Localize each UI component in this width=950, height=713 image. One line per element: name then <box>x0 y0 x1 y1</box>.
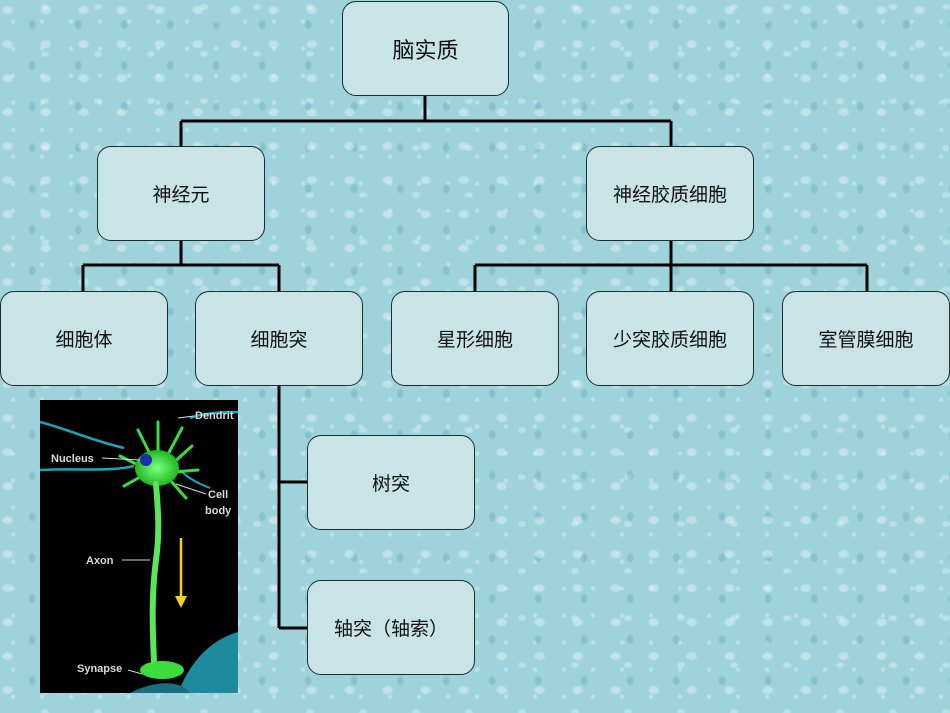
label-axon: Axon <box>86 555 114 567</box>
node-cell-body: 细胞体 <box>0 291 168 386</box>
node-astrocyte: 星形细胞 <box>391 291 559 386</box>
node-axon: 轴突（轴索） <box>307 580 475 675</box>
label-nucleus: Nucleus <box>51 453 94 465</box>
node-glia: 神经胶质细胞 <box>586 146 754 241</box>
label-cell-body-line1: Cell <box>208 489 228 501</box>
node-brain-parenchyma: 脑实质 <box>342 1 509 96</box>
node-ependymal-cell: 室管膜细胞 <box>782 291 950 386</box>
node-oligodendrocyte: 少突胶质细胞 <box>586 291 754 386</box>
label-cell-body-line2: body <box>205 505 232 517</box>
node-neuron: 神经元 <box>97 146 265 241</box>
neuron-illustration: Dendrit Nucleus Cell body Axon Synapse <box>40 400 238 693</box>
node-dendrite: 树突 <box>307 435 475 530</box>
label-synapse: Synapse <box>77 663 122 675</box>
label-dendrite: Dendrit <box>195 410 234 422</box>
node-cell-process: 细胞突 <box>195 291 363 386</box>
